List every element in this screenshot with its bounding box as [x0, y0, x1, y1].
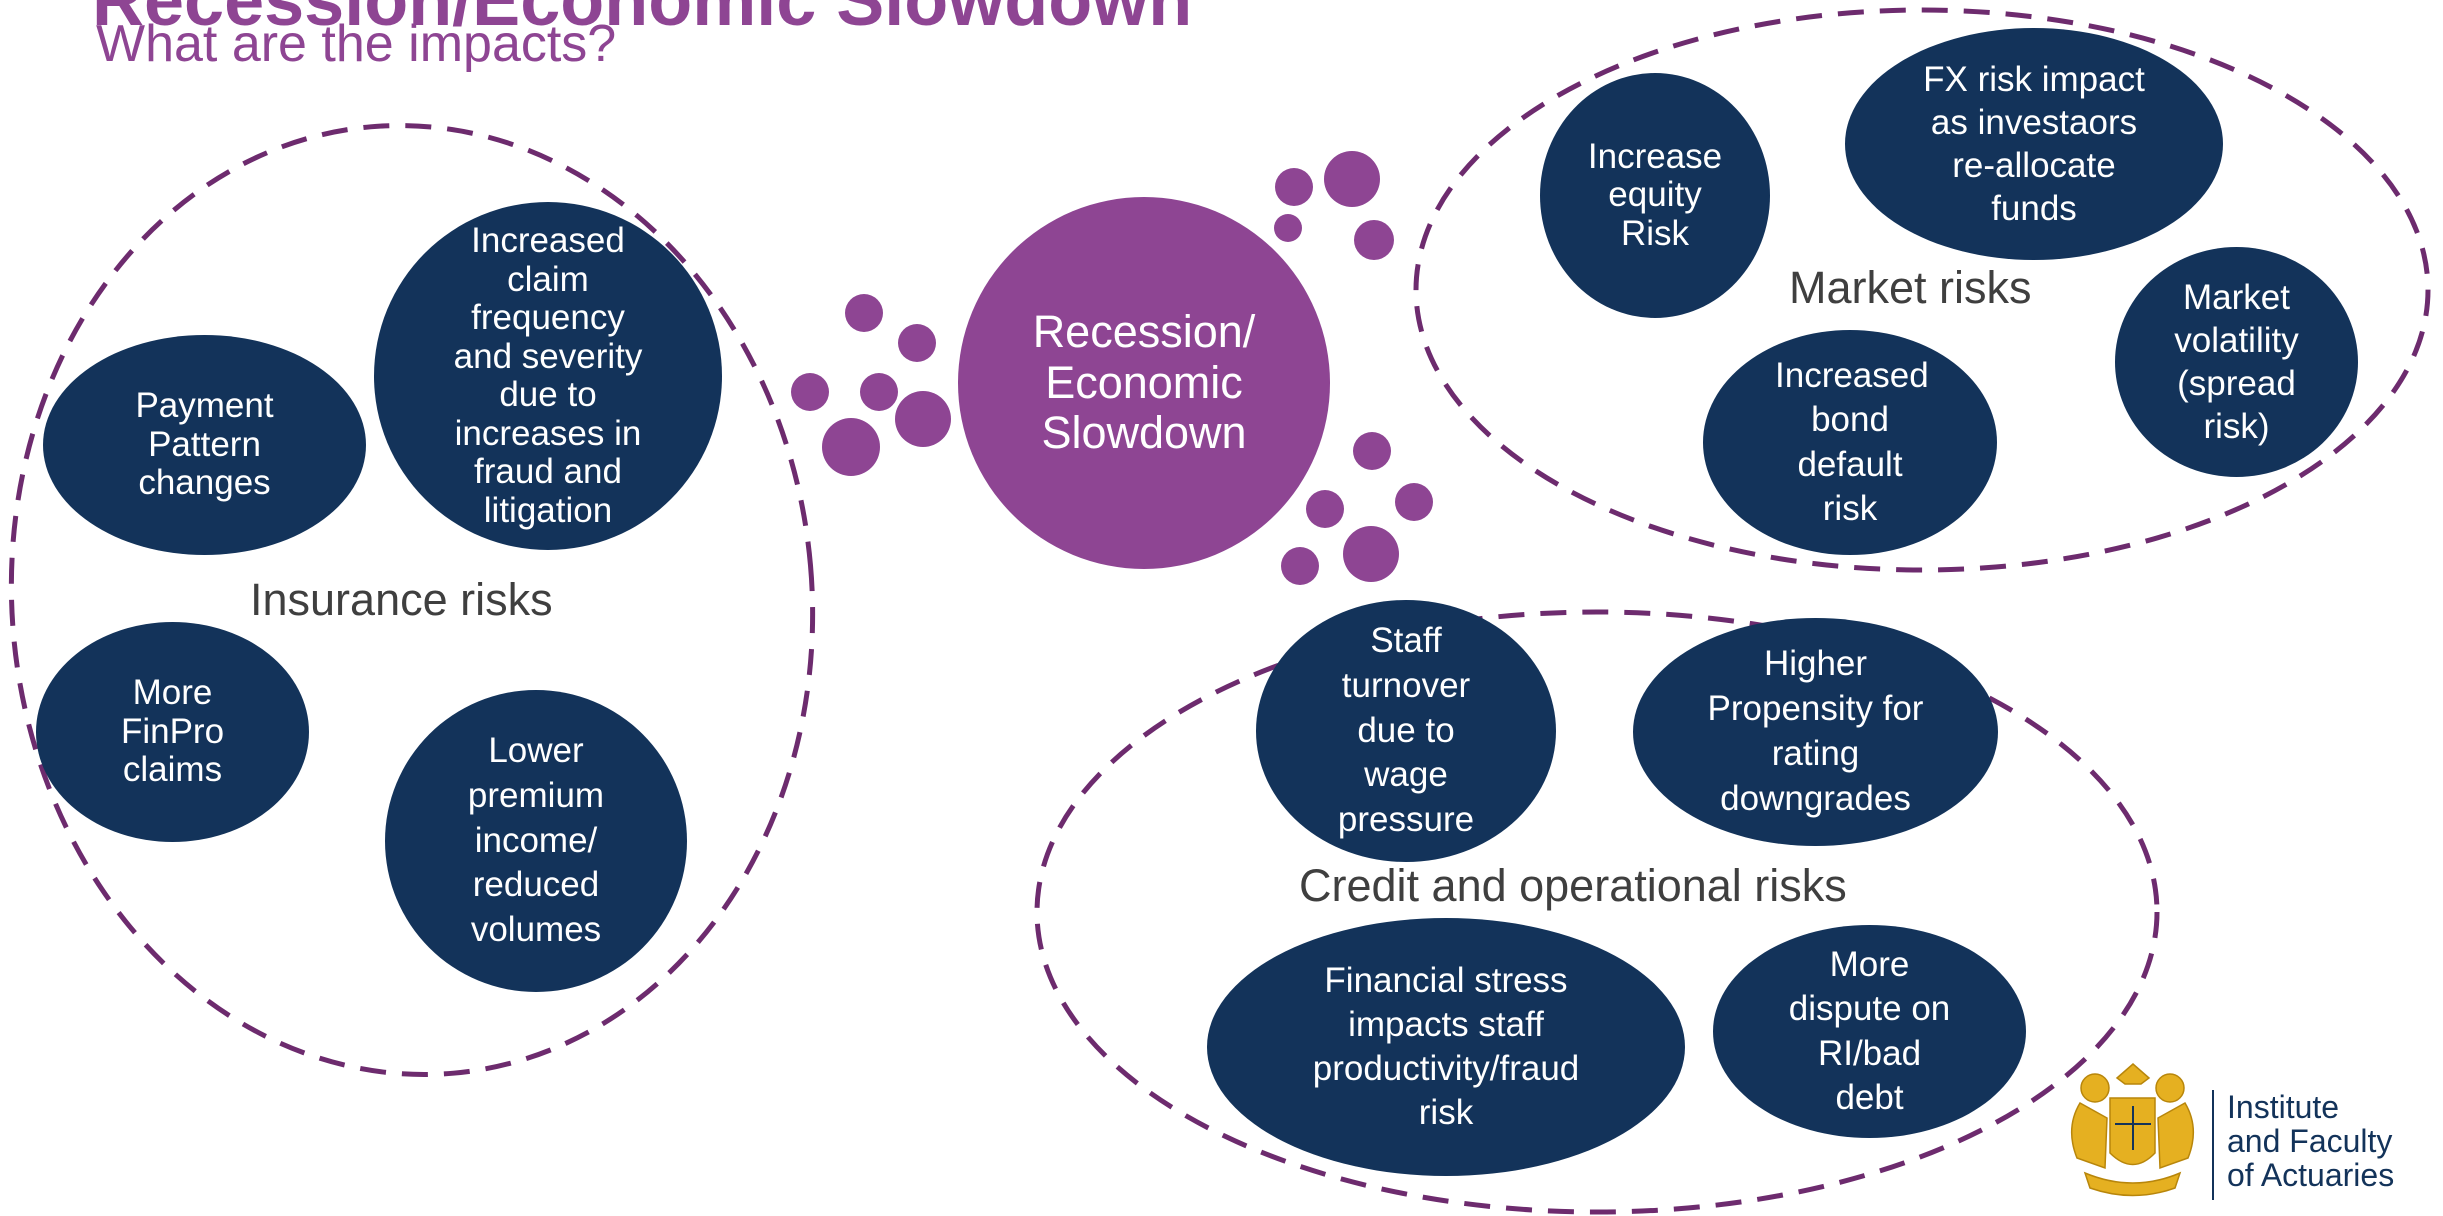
slide-subtitle: What are the impacts?	[96, 15, 617, 73]
connector-dot	[822, 418, 880, 476]
risk-node-fx: FX risk impact as investaors re-allocate…	[1845, 28, 2223, 260]
core-recession-label: Recession/ Economic Slowdown	[1032, 306, 1256, 459]
market-group-label: Market risks	[1789, 262, 2032, 313]
connector-dot	[1354, 220, 1394, 260]
risk-node-label: Market volatility (spread risk)	[2174, 277, 2299, 447]
risk-node-payment-pattern: Payment Pattern changes	[43, 335, 366, 555]
risk-node-label: Increased claim frequency and severity d…	[453, 221, 643, 530]
risk-node-rating-downgrades: Higher Propensity for rating downgrades	[1633, 618, 1998, 846]
logo-line-1: Institute	[2227, 1089, 2340, 1125]
connector-dot	[1395, 483, 1433, 521]
risk-node-premium: Lower premium income/ reduced volumes	[385, 690, 687, 992]
risk-node-staff-turnover: Staff turnover due to wage pressure	[1256, 600, 1556, 862]
connector-dot	[1274, 214, 1302, 242]
risk-node-bond-default: Increased bond default risk	[1703, 330, 1997, 555]
risk-node-claims: Increased claim frequency and severity d…	[374, 202, 722, 550]
risk-node-label: More FinPro claims	[120, 673, 225, 790]
connector-dot	[895, 391, 951, 447]
risk-node-label: Increase equity Risk	[1587, 136, 1723, 253]
core-recession-circle: Recession/ Economic Slowdown	[958, 197, 1330, 569]
connector-dot	[898, 324, 936, 362]
market-group-outline	[1413, 7, 2431, 573]
connector-dot	[791, 373, 829, 411]
risk-node-label: FX risk impact as investaors re-allocate…	[1923, 59, 2145, 229]
risk-node-volatility: Market volatility (spread risk)	[2115, 247, 2358, 477]
credit-group-label: Credit and operational risks	[1299, 860, 1847, 911]
risk-node-ri-dispute: More dispute on RI/bad debt	[1713, 925, 2026, 1138]
logo-line-2: and Faculty	[2227, 1123, 2393, 1160]
credit-group-outline	[1034, 609, 2160, 1215]
risk-node-label: Payment Pattern changes	[135, 386, 274, 503]
connector-dot	[845, 294, 883, 332]
risk-node-label: Financial stress impacts staff productiv…	[1312, 960, 1580, 1133]
connector-dot	[1275, 168, 1313, 206]
logo-wordmark: Institute and Faculty of Actuaries	[2227, 1090, 2394, 1193]
connector-dot	[1343, 526, 1399, 582]
connector-dot	[1306, 490, 1344, 528]
risk-node-label: More dispute on RI/bad debt	[1788, 945, 1951, 1117]
connector-dot	[1353, 432, 1391, 470]
insurance-group-outline	[8, 123, 816, 1077]
logo-line-3: of Actuaries	[2227, 1157, 2395, 1194]
connector-dot	[1324, 151, 1380, 207]
slide-title: Recession/Economic Slowdown	[92, 0, 1193, 41]
risk-node-label: Staff turnover due to wage pressure	[1337, 621, 1475, 840]
connector-dot	[1281, 547, 1319, 585]
risk-node-finpro: More FinPro claims	[36, 622, 309, 842]
risk-node-label: Lower premium income/ reduced volumes	[467, 731, 605, 950]
logo-divider	[2212, 1090, 2214, 1200]
risk-node-label: Higher Propensity for rating downgrades	[1707, 644, 1924, 818]
insurance-group-label: Insurance risks	[250, 574, 553, 625]
ifoa-crest-logo	[2071, 1063, 2194, 1197]
risk-node-label: Increased bond default risk	[1775, 355, 1929, 528]
connector-dot	[860, 373, 898, 411]
risk-node-equity: Increase equity Risk	[1540, 73, 1770, 318]
risk-node-financial-stress: Financial stress impacts staff productiv…	[1207, 918, 1685, 1176]
